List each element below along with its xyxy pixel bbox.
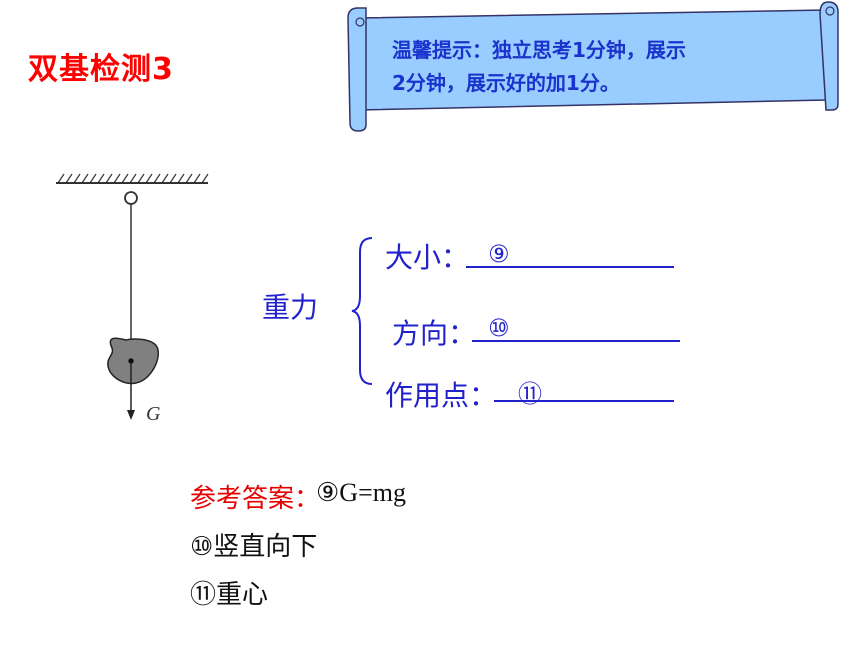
tip-scroll-banner xyxy=(347,1,839,132)
application-point-blank-line: ⑪ xyxy=(494,374,674,408)
direction-blank-number: ⑩ xyxy=(488,314,510,342)
gravity-arrow-head xyxy=(127,410,135,420)
hook-ring xyxy=(124,191,138,205)
gravity-label: 重力 xyxy=(262,291,319,324)
size-row: 大小： xyxy=(385,236,469,276)
tip-line-2: 2分钟，展示好的加1分。 xyxy=(392,71,620,95)
hanging-object-diagram: G xyxy=(56,173,209,425)
direction-row: 方向： xyxy=(392,312,476,352)
gravity-symbol: G xyxy=(146,403,161,425)
tip-text: 温馨提示：独立思考1分钟，展示 2分钟，展示好的加1分。 xyxy=(392,34,822,100)
tip-line-1: 温馨提示：独立思考1分钟，展示 xyxy=(392,38,686,62)
size-label: 大小： xyxy=(385,241,470,274)
answer-9: ⑨G=mg xyxy=(316,478,406,507)
direction-label: 方向： xyxy=(392,317,477,350)
application-point-blank-number: ⑪ xyxy=(518,380,542,408)
slide-title: 双基检测3 xyxy=(28,52,174,87)
answer-11: ⑪重心 xyxy=(190,580,269,610)
reference-answer-label: 参考答案： xyxy=(190,484,321,514)
direction-blank-line: ⑩ xyxy=(472,314,680,342)
answer-10: ⑩竖直向下 xyxy=(190,532,318,562)
ceiling-hatch xyxy=(56,173,209,184)
application-point-row: 作用点： xyxy=(385,374,497,414)
center-of-gravity-dot xyxy=(128,358,134,364)
size-blank-number: ⑨ xyxy=(488,240,510,268)
left-brace xyxy=(351,237,373,385)
application-point-label: 作用点： xyxy=(385,379,498,412)
size-blank-line: ⑨ xyxy=(466,240,674,268)
